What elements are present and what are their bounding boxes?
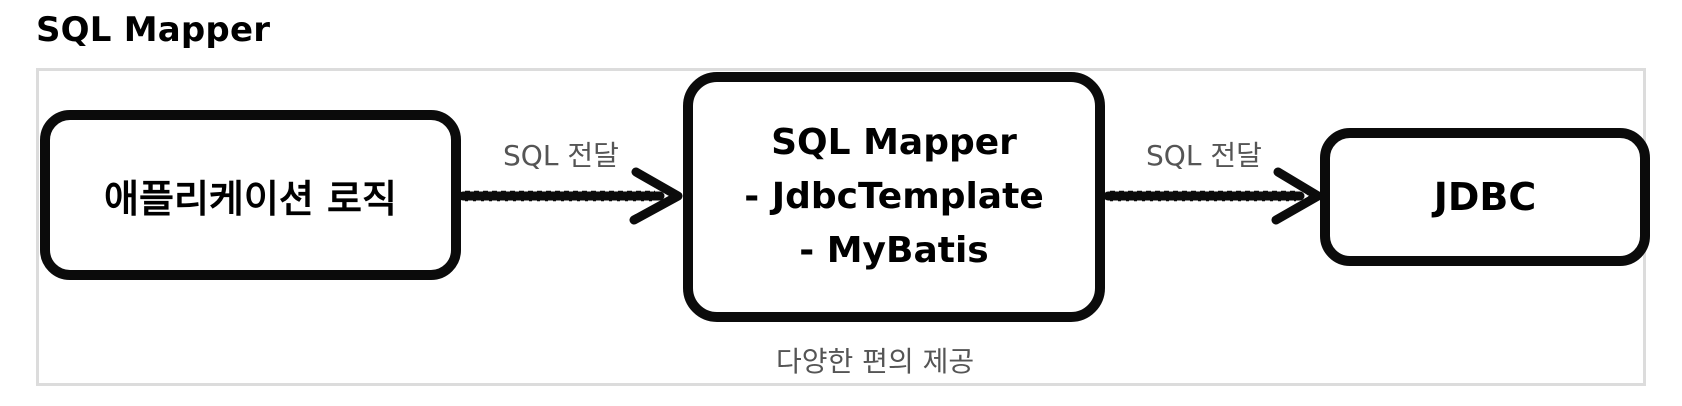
node-sql-mapper-title: SQL Mapper <box>771 122 1017 163</box>
edge-label-app-to-mapper: SQL 전달 <box>503 139 619 172</box>
node-jdbc-label: JDBC <box>1433 175 1537 219</box>
mapper-caption: 다양한 편의 제공 <box>776 345 975 378</box>
node-sql-mapper-mybatis: - MyBatis <box>799 230 989 271</box>
edge-label-mapper-to-jdbc: SQL 전달 <box>1146 139 1262 172</box>
node-sql-mapper: SQL Mapper - JdbcTemplate - MyBatis <box>683 72 1105 322</box>
node-application-logic-label: 애플리케이션 로직 <box>104 176 397 221</box>
node-jdbc: JDBC <box>1320 128 1650 266</box>
node-sql-mapper-jdbctemplate: - JdbcTemplate <box>744 176 1044 217</box>
page-title: SQL Mapper <box>36 10 271 50</box>
node-application-logic: 애플리케이션 로직 <box>40 110 461 280</box>
